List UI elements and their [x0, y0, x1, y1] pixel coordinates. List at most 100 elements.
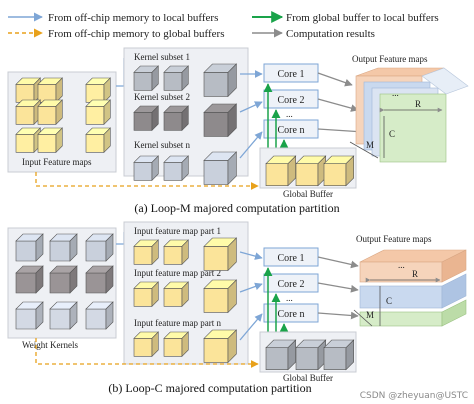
core-n-label: Core n	[278, 125, 305, 136]
legend-item-4: Computation results	[286, 28, 375, 40]
coren-result-arrow-b	[317, 311, 359, 320]
weight-kernel-cubes	[15, 233, 114, 330]
kernel2-to-core2-arrow	[239, 101, 263, 113]
output-feature-maps-title: Output Feature maps	[352, 54, 428, 64]
input-part-cube	[203, 237, 238, 272]
output-feature-maps-layers	[359, 249, 467, 327]
weight-cube	[85, 233, 114, 262]
caption-a: (a) Loop-M majored computation partition	[134, 201, 339, 215]
dim-m-label: M	[366, 140, 374, 150]
output-feature-maps-title-b: Output Feature maps	[356, 234, 432, 244]
dim-m-arrow-b	[353, 309, 373, 327]
output-feature-maps-stack	[355, 67, 469, 163]
kernel-cube	[133, 155, 160, 182]
global-buffer-cube	[265, 155, 297, 187]
input-part-cube	[203, 279, 238, 314]
input-to-kernel-arrow	[116, 58, 125, 87]
part2-to-core2-arrow	[239, 282, 263, 293]
core-1-label-b: Core 1	[278, 253, 305, 264]
input-cube	[37, 99, 64, 126]
kernel-cube	[133, 105, 160, 132]
global-buffer-cube	[323, 155, 355, 187]
offchip-to-global-buffer-arrow	[35, 172, 259, 190]
part-n-label: Input feature map part n	[134, 318, 221, 328]
kernel-subset-2-label: Kernel subset 2	[134, 92, 190, 102]
input-feature-map-cubes	[15, 77, 112, 154]
loop-c-diagram: Weight Kernels Input feature map part 1 …	[7, 221, 468, 401]
weight-cube	[15, 233, 44, 262]
input-part-cube	[133, 281, 160, 308]
weight-cube	[85, 265, 114, 294]
part-1-label: Input feature map part 1	[134, 226, 221, 236]
weight-kernels-label: Weight Kernels	[22, 340, 79, 350]
part-2-label: Input feature map part 2	[134, 268, 221, 278]
weight-cube	[15, 265, 44, 294]
global-buffer-cube	[295, 339, 327, 371]
input-cube	[37, 127, 64, 154]
kernel-cubes	[133, 63, 238, 186]
dim-r-label: R	[415, 99, 421, 109]
legend-item-1: From off-chip memory to local buffers	[48, 12, 218, 24]
kernel-cube	[203, 63, 238, 98]
input-cube	[37, 77, 64, 104]
core2-result-arrow-b	[317, 282, 359, 293]
core-2-label: Core 2	[278, 95, 305, 106]
global-buffer-cubes	[265, 155, 355, 187]
input-part-cube	[133, 331, 160, 358]
global-buffer-label: Global Buffer	[283, 189, 333, 199]
dim-c-label: C	[389, 129, 395, 139]
weight-cube	[49, 233, 78, 262]
legend-item-2: From off-chip memory to global buffers	[48, 28, 224, 40]
global-buffer-cube	[295, 155, 327, 187]
global-buffer-label-b: Global Buffer	[283, 373, 333, 383]
weight-cube	[49, 265, 78, 294]
kernel-cube	[163, 155, 190, 182]
input-part-cube	[163, 239, 190, 266]
core-2-label-b: Core 2	[278, 279, 305, 290]
global-buffer-cubes-b	[265, 339, 355, 371]
weight-cube	[15, 301, 44, 330]
input-cube	[85, 99, 112, 126]
input-cube	[15, 77, 42, 104]
core-dots: ...	[286, 109, 293, 119]
kernel-subset-n-label: Kernel subset n	[134, 140, 190, 150]
global-buffer-cube	[323, 339, 355, 371]
core2-result-arrow	[317, 98, 359, 112]
weight-cube	[85, 301, 114, 330]
core-n-label-b: Core n	[278, 309, 305, 320]
dim-m-arrow	[349, 141, 379, 159]
kernel-cube	[133, 65, 160, 92]
watermark: CSDN @zheyuan@USTC	[360, 391, 468, 401]
input-part-cube	[203, 329, 238, 364]
part1-to-core1-arrow	[239, 251, 263, 260]
dim-c-label-b: C	[386, 296, 392, 306]
kernels-to-parts-arrow	[116, 232, 125, 245]
core1-result-arrow	[317, 72, 353, 87]
partn-to-coren-arrow	[239, 313, 263, 341]
core1-result-arrow-b	[317, 256, 359, 269]
input-part-cube	[163, 281, 190, 308]
legend-item-3: From global buffer to local buffers	[286, 12, 439, 24]
input-cube	[85, 127, 112, 154]
legend: From off-chip memory to local buffers Fr…	[8, 11, 439, 40]
kernel-cube	[163, 65, 190, 92]
kerneln-to-coren-arrow	[239, 131, 263, 159]
input-cube	[15, 127, 42, 154]
input-cube	[85, 77, 112, 104]
output-dots: ...	[392, 88, 399, 98]
input-part-cube	[163, 331, 190, 358]
kernel-cube	[163, 105, 190, 132]
core-1-label: Core 1	[278, 69, 305, 80]
dim-m-label-b: M	[366, 310, 374, 320]
core-dots-b: ...	[286, 293, 293, 303]
caption-b: (b) Loop-C majored computation partition	[108, 381, 311, 395]
kernel-subset-1-label: Kernel subset 1	[134, 52, 190, 62]
offchip-to-global-buffer-arrow-b	[35, 338, 259, 368]
global-buffer-cube	[265, 339, 297, 371]
input-part-cubes	[133, 237, 238, 364]
dim-r-label-b: R	[412, 269, 418, 279]
kernel-cube	[203, 103, 238, 138]
weight-cube	[49, 301, 78, 330]
